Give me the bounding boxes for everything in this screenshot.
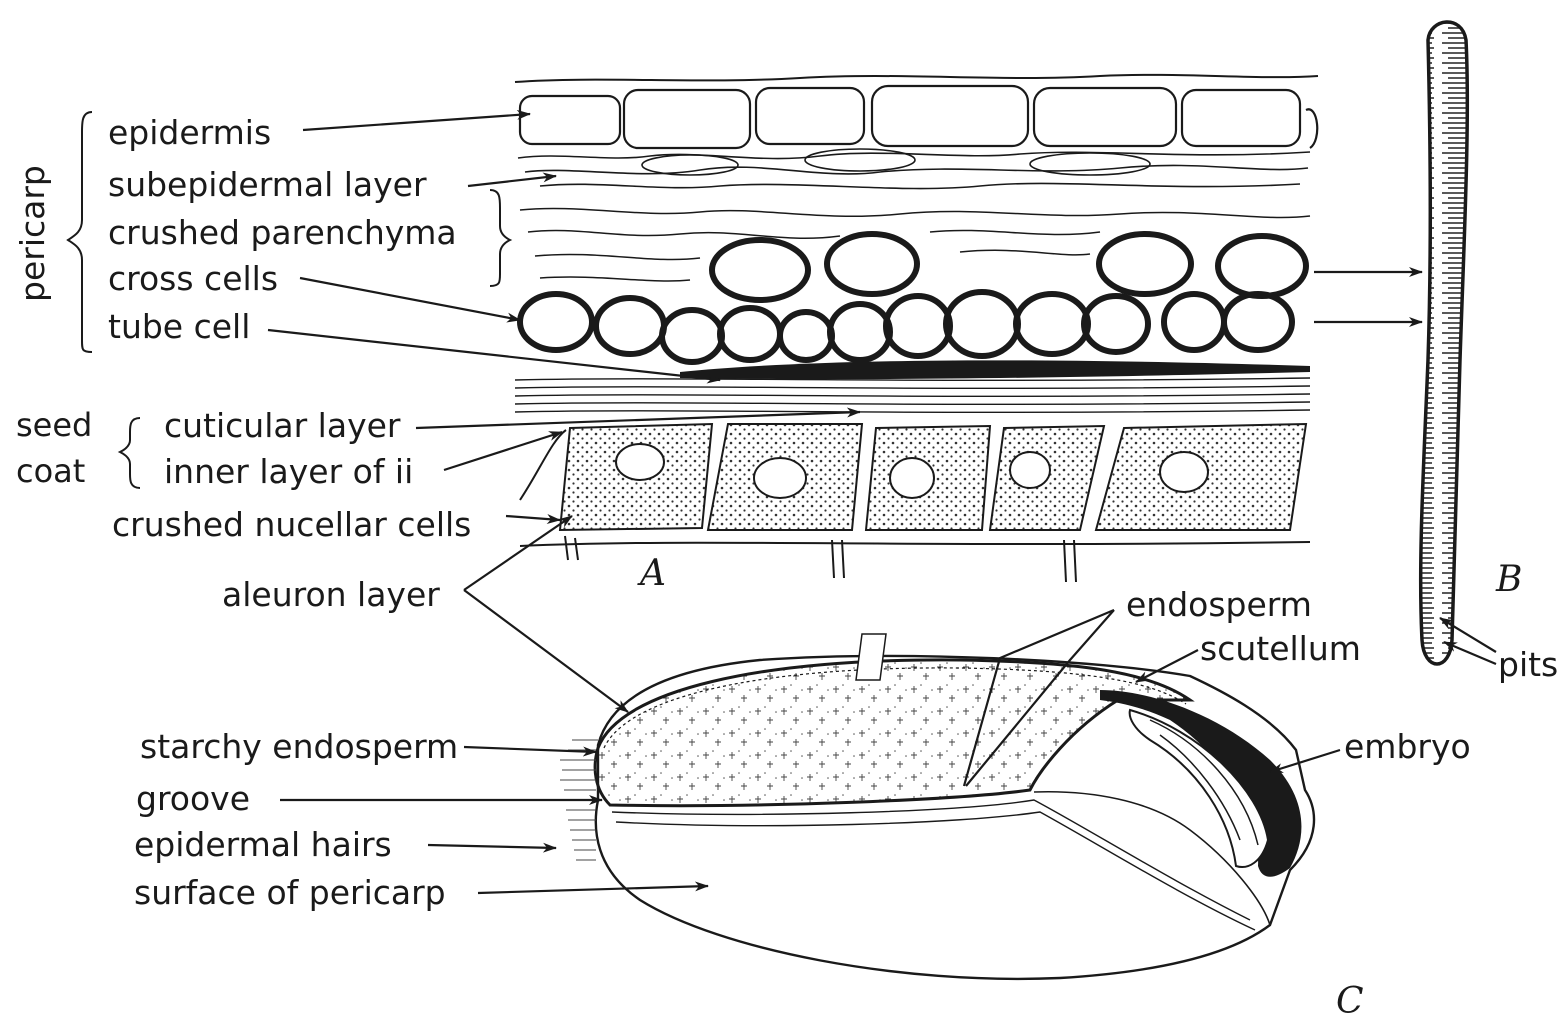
label-starchy-endosperm: starchy endosperm: [140, 730, 458, 763]
label-cuticular-layer: cuticular layer: [164, 409, 400, 442]
figure-letter-b: B: [1496, 562, 1522, 598]
tube-cell-band: [680, 360, 1310, 379]
label-embryo: embryo: [1344, 730, 1471, 763]
label-tube-cell: tube cell: [108, 310, 250, 343]
label-groove: groove: [136, 782, 250, 815]
label-epidermis: epidermis: [108, 116, 271, 149]
label-crushed-parenchyma: crushed parenchyma: [108, 216, 457, 249]
cross-cells: [712, 234, 1306, 300]
figure-b-tube-cell: [1421, 22, 1468, 664]
label-surface-of-pericarp: surface of pericarp: [134, 876, 446, 909]
group-label-pericarp: pericarp: [16, 165, 49, 302]
seed-coat-layers: [515, 378, 1310, 412]
aleuron-cells: [520, 424, 1310, 582]
label-endosperm: endosperm: [1126, 588, 1312, 621]
label-cross-cells: cross cells: [108, 262, 278, 295]
label-inner-layer: inner layer of ii: [164, 455, 413, 488]
figure-c-grain: [560, 634, 1314, 979]
figure-letter-a: A: [640, 556, 666, 592]
figure-a-section: [515, 75, 1318, 582]
label-pits: pits: [1498, 648, 1558, 681]
group-label-seed: seed: [16, 409, 92, 441]
tube-cells: [520, 292, 1292, 362]
label-subepidermal-layer: subepidermal layer: [108, 168, 427, 201]
subepidermal-layer: [518, 149, 1310, 189]
label-aleuron-layer: aleuron layer: [222, 578, 440, 611]
epidermis-cells: [520, 86, 1317, 148]
figure-letter-c: C: [1336, 984, 1364, 1020]
label-crushed-nucellar-cells: crushed nucellar cells: [112, 508, 471, 541]
label-scutellum: scutellum: [1200, 632, 1361, 665]
group-label-coat: coat: [16, 455, 85, 487]
label-epidermal-hairs: epidermal hairs: [134, 828, 392, 861]
